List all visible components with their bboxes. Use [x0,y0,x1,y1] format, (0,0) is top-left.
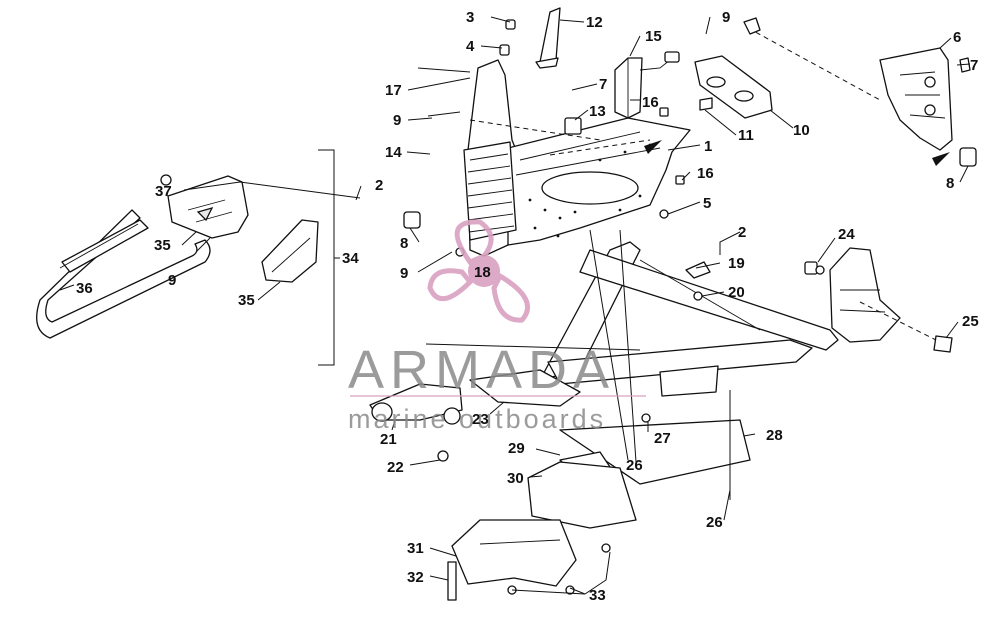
callout-9-top: 9 [722,9,730,26]
tube-part-21 [369,383,463,425]
mount-part-23 [469,369,581,407]
callout-7-center: 7 [599,76,607,93]
callout-4: 4 [466,38,475,55]
front-frame-bulkhead [463,59,691,257]
callout-11: 11 [738,127,754,144]
callout-9-left: 9 [393,112,401,129]
plate-part-30 [527,461,637,529]
callout-29: 29 [508,440,525,457]
callout-3: 3 [466,9,474,26]
callout-32: 32 [407,569,424,586]
main-frame-rails [539,241,839,397]
group-bracket-34 [318,149,335,366]
callout-8-left: 8 [400,235,408,252]
callout-13: 13 [589,103,606,120]
bumper-bracket-part-35-lower [261,219,319,283]
callout-20: 20 [728,284,745,301]
callout-12: 12 [586,14,603,31]
callout-26-right: 26 [706,514,723,531]
callout-16-top: 16 [642,94,659,111]
bolt-part-32 [447,561,457,601]
callout-9-bumper: 9 [168,272,176,289]
callout-5: 5 [703,195,711,212]
callout-30: 30 [507,470,524,487]
leader-lines [59,16,971,595]
callout-33: 33 [589,587,606,604]
callout-25: 25 [962,313,979,330]
callout-6: 6 [953,29,961,46]
watermark-brand: ARMADA [348,340,615,400]
mount-plate-part-10 [694,55,773,119]
callout-18: 18 [474,264,491,281]
callout-2-right: 2 [738,224,746,241]
skid-plate-part-28 [559,419,751,485]
bumper-bracket-part-35-upper [167,175,249,239]
callout-2-left: 2 [375,177,383,194]
bracket-part-31 [451,519,577,587]
watermark-tagline: marine outboards [348,404,606,434]
bumper-part-36 [36,209,211,339]
callout-9-frame: 9 [400,265,408,282]
callout-36: 36 [76,280,93,297]
callout-labels: 3 4 12 15 9 6 7 7 16 17 9 10 11 13 1 14 … [76,9,979,604]
callout-7-right: 7 [970,57,978,74]
armada-propeller-logo [427,219,531,323]
callout-22: 22 [387,459,404,476]
armada-watermark: ARMADA marine outboards [348,219,646,434]
plate-part-24 [804,247,901,343]
callout-15: 15 [645,28,662,45]
bolt-part-25 [933,335,953,353]
bracket-part-6 [879,47,977,167]
callout-24: 24 [838,226,855,243]
callout-27: 27 [654,430,671,447]
callout-26-center: 26 [626,457,643,474]
callout-35-upper: 35 [154,237,171,254]
callout-34: 34 [342,250,359,267]
callout-8-right: 8 [946,175,954,192]
callout-17: 17 [385,82,402,99]
callout-23: 23 [472,411,489,428]
callout-19: 19 [728,255,745,272]
callout-14: 14 [385,144,402,161]
callout-16-mid: 16 [697,165,714,182]
hardware-fasteners [160,19,825,595]
callout-35-lower: 35 [238,292,255,309]
callout-21: 21 [380,431,397,448]
callout-1: 1 [704,138,712,155]
control-module-part-15 [614,51,680,119]
callout-28: 28 [766,427,783,444]
plate-part-12 [539,7,561,65]
callout-37: 37 [155,183,172,200]
callout-31: 31 [407,540,424,557]
callout-10: 10 [793,122,810,139]
